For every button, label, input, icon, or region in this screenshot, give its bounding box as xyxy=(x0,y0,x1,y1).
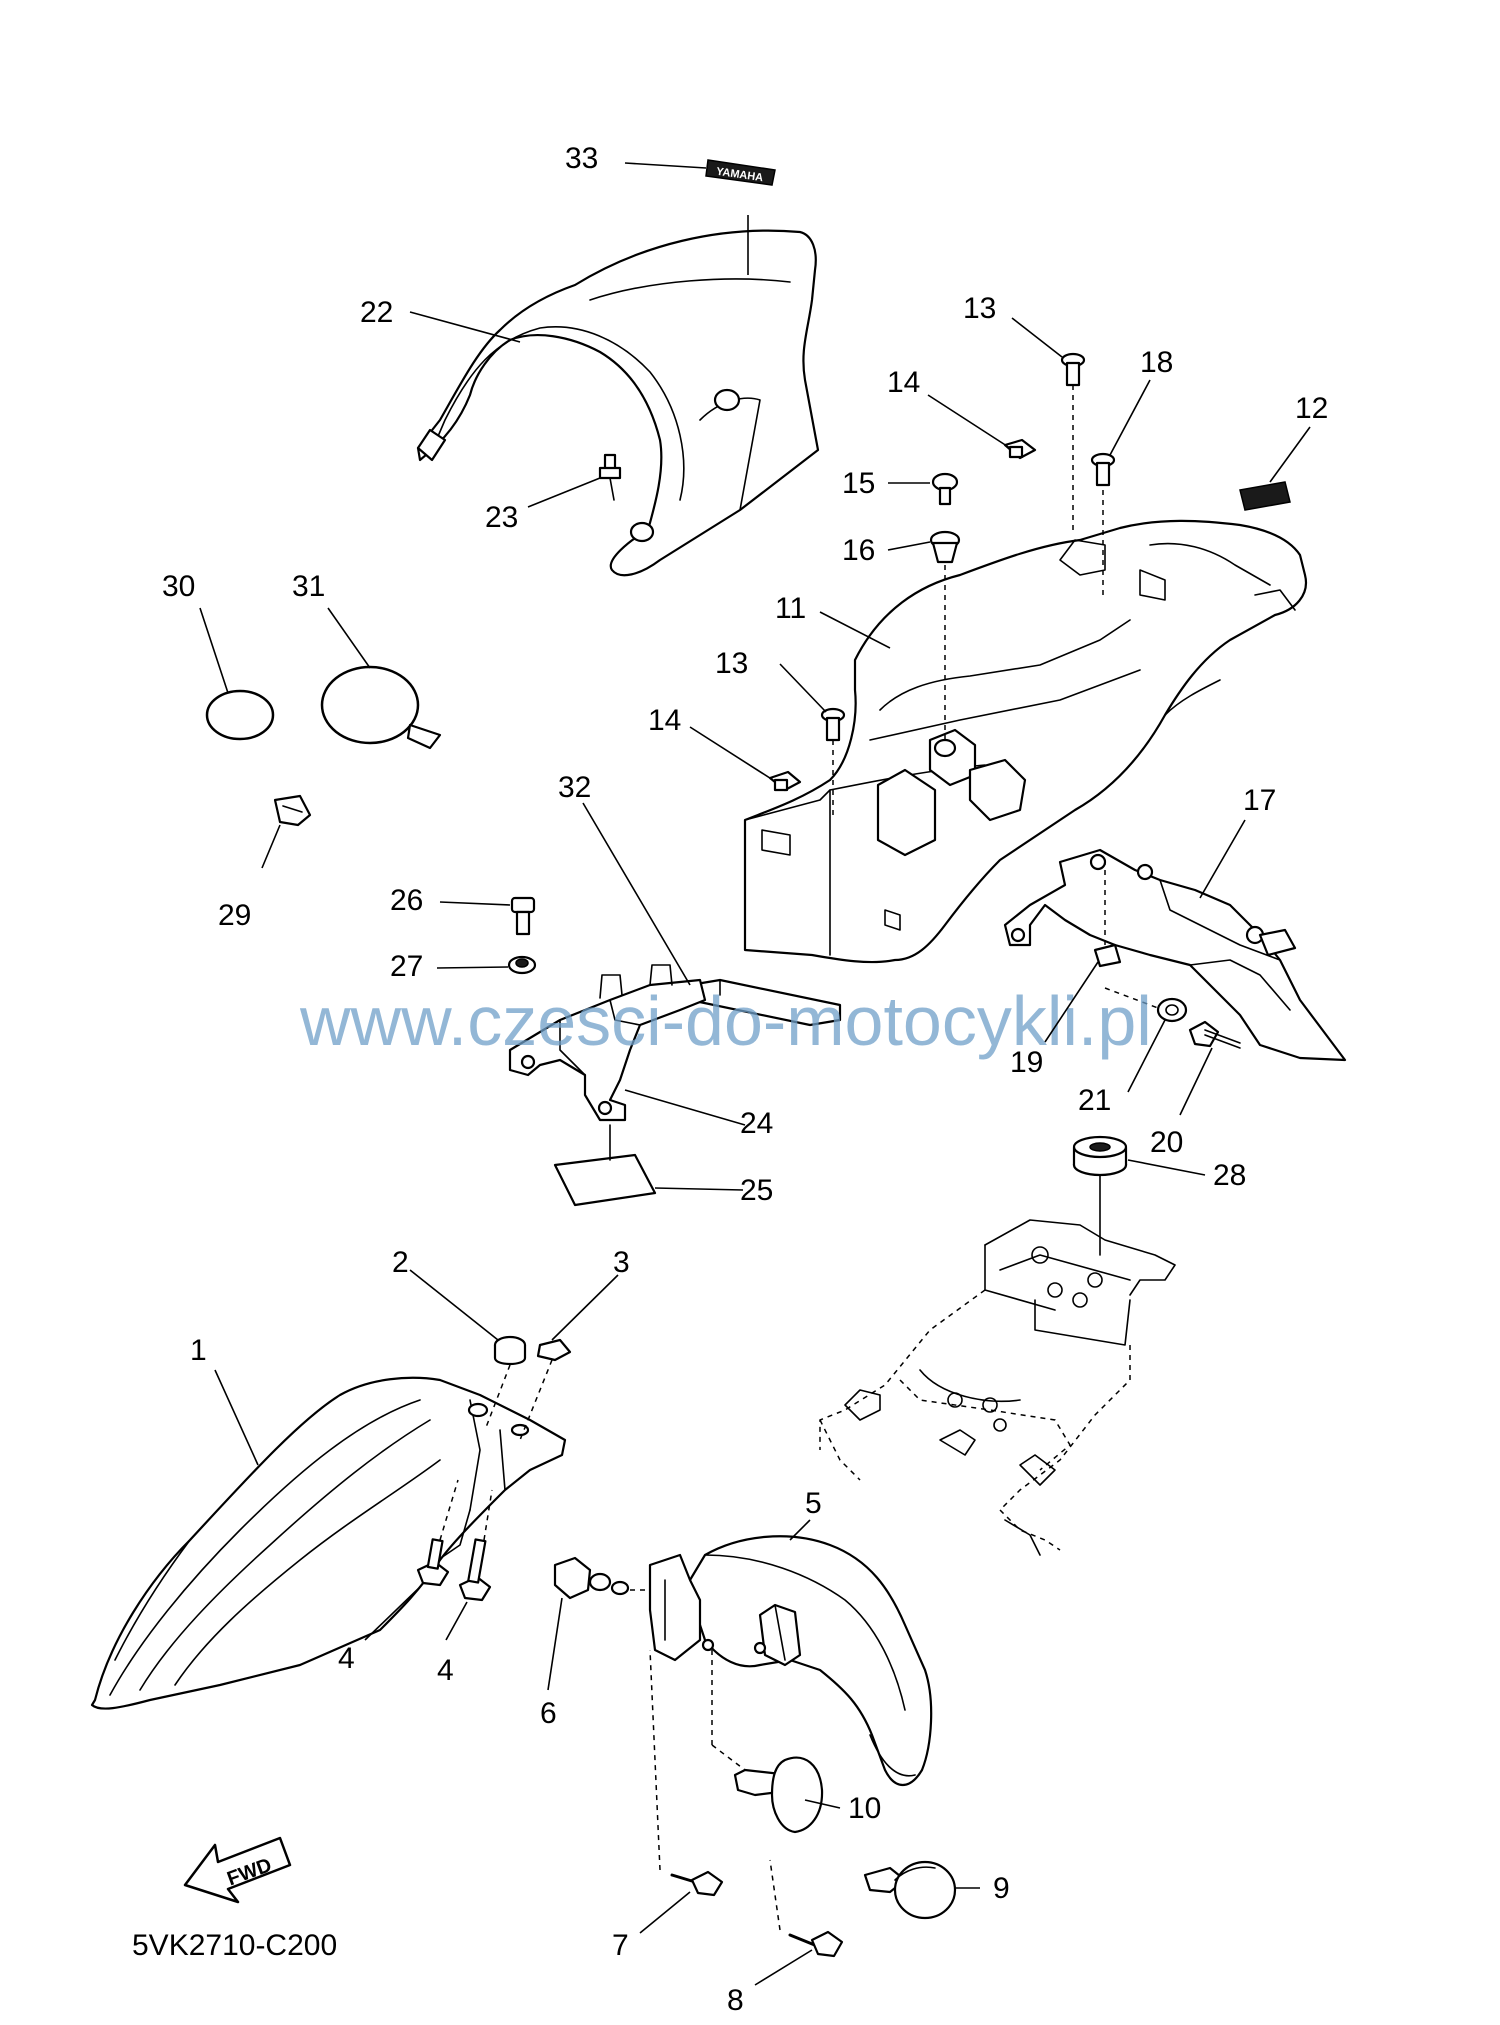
callout-20: 20 xyxy=(1150,1126,1183,1159)
part-31-strap xyxy=(320,665,442,750)
part-10-cap xyxy=(711,1650,824,1834)
callout-16: 16 xyxy=(842,534,875,567)
callout-24: 24 xyxy=(740,1107,773,1140)
fwd-arrow-icon: FWD xyxy=(183,1836,292,1904)
part-12-pad xyxy=(1239,481,1291,511)
part-19-clip xyxy=(1093,860,1122,968)
diagram-code: 5VK2710-C200 xyxy=(132,1929,337,1962)
part-18-bolt xyxy=(1090,452,1116,600)
part-17-plate-bracket xyxy=(1003,848,1347,1062)
callout-leaders xyxy=(199,162,1311,1986)
part-11-rear-fender xyxy=(743,519,1308,964)
callout-9: 9 xyxy=(993,1872,1010,1905)
callout-31: 31 xyxy=(292,570,325,603)
part-9-plug xyxy=(863,1860,957,1920)
callout-8: 8 xyxy=(727,1984,744,2017)
callout-21: 21 xyxy=(1078,1084,1111,1117)
callout-6: 6 xyxy=(540,1697,557,1730)
callout-22: 22 xyxy=(360,296,393,329)
callout-19: 19 xyxy=(1010,1046,1043,1079)
part-22-seat-cowl xyxy=(416,229,820,577)
callout-12: 12 xyxy=(1295,392,1328,425)
part-7-bolt xyxy=(649,1649,724,1897)
part-14-nut-upper xyxy=(1003,438,1037,460)
part-8-bolt xyxy=(769,1859,844,1958)
callout-27: 27 xyxy=(390,950,423,983)
callout-28: 28 xyxy=(1213,1159,1246,1192)
callout-3: 3 xyxy=(613,1246,630,1279)
callout-4-right: 4 xyxy=(437,1654,454,1687)
part-28-damper xyxy=(1072,1135,1128,1256)
part-30-ring xyxy=(205,689,275,741)
part-3-nut xyxy=(519,1338,572,1441)
part-13-bolt-upper xyxy=(1060,352,1086,535)
part-20-bolt xyxy=(1188,1020,1241,1049)
callout-7: 7 xyxy=(612,1929,629,1962)
part-27-washer xyxy=(507,955,537,975)
callout-11: 11 xyxy=(775,592,806,625)
part-25-pad xyxy=(553,1124,657,1207)
callout-14-lower: 14 xyxy=(648,704,681,737)
callout-30: 30 xyxy=(162,570,195,603)
callout-32: 32 xyxy=(558,771,591,804)
part-14-nut-lower xyxy=(768,770,802,792)
callout-18: 18 xyxy=(1140,346,1173,379)
callout-14-upper: 14 xyxy=(887,366,920,399)
callout-4-left: 4 xyxy=(338,1642,355,1675)
part-13-bolt-lower xyxy=(820,707,846,820)
part-4-bolt-left xyxy=(416,1479,459,1587)
callout-1: 1 xyxy=(190,1334,207,1367)
callout-10: 10 xyxy=(848,1792,881,1825)
part-1-front-fender xyxy=(90,1376,567,1710)
callout-5: 5 xyxy=(805,1487,822,1520)
callout-13-upper: 13 xyxy=(963,292,996,325)
part-15-rivet xyxy=(931,472,959,506)
part-5-inner-fender xyxy=(648,1535,933,1787)
callout-29: 29 xyxy=(218,899,251,932)
part-16-grommet xyxy=(929,530,961,745)
callout-23: 23 xyxy=(485,501,518,534)
part-6-clip xyxy=(553,1556,650,1600)
callout-2: 2 xyxy=(392,1246,409,1279)
part-26-bolt xyxy=(510,896,536,936)
callout-labels: 33 22 23 30 31 29 13 18 14 12 15 16 11 1… xyxy=(162,142,1328,2017)
part-21-collar xyxy=(1104,987,1188,1023)
rear-frame-reference xyxy=(819,1219,1176,1556)
callout-13-lower: 13 xyxy=(715,647,748,680)
callout-15: 15 xyxy=(842,467,875,500)
callout-33: 33 xyxy=(565,142,598,175)
part-2-grommet xyxy=(484,1335,527,1431)
callout-17: 17 xyxy=(1243,784,1276,817)
part-29-clip xyxy=(273,794,312,827)
part-23-screw xyxy=(598,453,622,501)
watermark-text: www.czesci-do-motocykli.pl xyxy=(299,982,1152,1060)
callout-26: 26 xyxy=(390,884,423,917)
part-24-bracket xyxy=(508,964,707,1122)
part-4-bolt-right xyxy=(458,1489,493,1602)
part-33-emblem: YAMAHA xyxy=(705,159,776,186)
callout-25: 25 xyxy=(740,1174,773,1207)
